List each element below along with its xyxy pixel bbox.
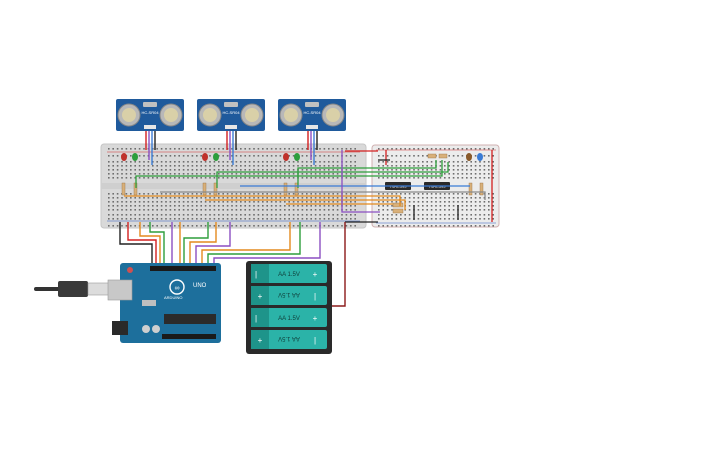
plus-sign: + [313,270,318,279]
battery-cell: AA 1.5V + | [251,308,327,327]
arduino-wires [119,222,346,307]
plus-sign: + [258,336,263,345]
ultrasonic-sensor-2[interactable]: HC-SR04 [197,99,265,131]
sensor-label: HC-SR04 [303,110,321,115]
plus-sign: + [258,292,263,301]
arduino-model: UNO [193,283,207,289]
battery-cell-label: AA 1.5V [278,335,300,341]
plus-sign: + [313,314,318,323]
minus-sign: | [255,314,257,323]
minus-sign: | [255,270,257,279]
led-red-3 [283,153,289,161]
led-green-3 [294,153,300,161]
battery-cell-label: AA 1.5V [278,272,300,278]
battery-cell: AA 1.5V + | [251,330,327,349]
usb-cable [34,281,111,297]
led-red-2 [202,153,208,161]
sensor-label: HC-SR04 [141,110,159,115]
breadboard-wires [124,150,493,223]
battery-cell-label: AA 1.5V [278,291,300,297]
arduino-uno[interactable]: ∞ UNO ARDUINO [107,263,221,343]
led-green-2 [213,153,219,161]
ultrasonic-sensor-1[interactable]: HC-SR04 [116,99,184,131]
infinity-logo: ∞ [175,285,180,292]
resistors [121,153,484,214]
battery-pack: AA 1.5V + | AA 1.5V + | AA 1.5V + | AA 1.5V + | [246,261,332,354]
led-brown [466,153,472,161]
led-blue [477,153,483,161]
battery-cell: AA 1.5V + | [251,286,327,305]
minus-sign: | [314,292,316,301]
breadboard-main [100,143,367,229]
arduino-brand: ARDUINO [164,295,182,300]
battery-cell: AA 1.5V + | [251,264,327,283]
sensor-pin-wires [145,131,318,165]
minus-sign: | [314,336,316,345]
ultrasonic-sensor-3[interactable]: HC-SR04 [278,99,346,131]
battery-cell-label: AA 1.5V [278,316,300,322]
sensor-label: HC-SR04 [222,110,240,115]
led-red-1 [121,153,127,161]
led-green-1 [132,153,138,161]
